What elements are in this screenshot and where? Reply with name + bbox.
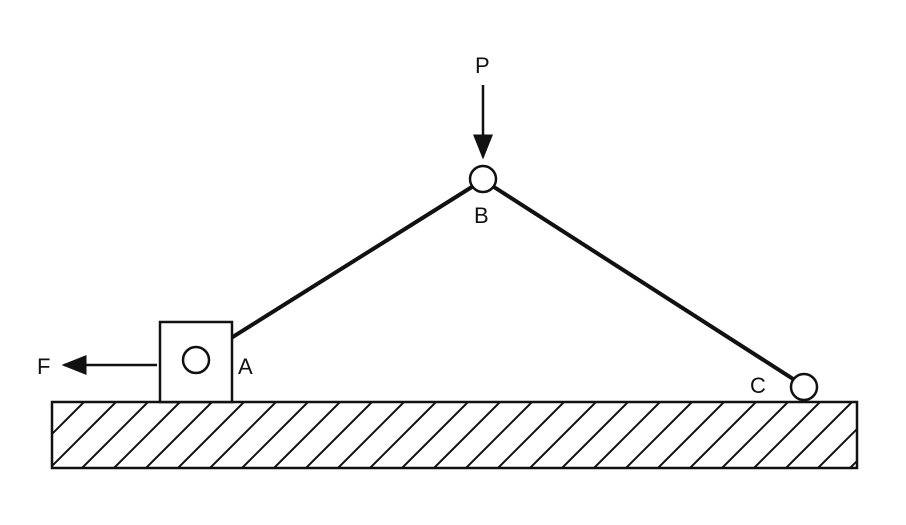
hatch-line <box>689 402 757 468</box>
force-f-label: F <box>37 354 50 379</box>
hatch-line <box>337 402 405 468</box>
hatch-line <box>817 427 857 468</box>
roller-c <box>789 372 819 402</box>
hatch-line <box>52 402 85 436</box>
joint-c-label: C <box>750 373 766 398</box>
hatch-line <box>721 402 789 468</box>
hatch-line <box>433 402 501 468</box>
force-p-label: P <box>475 53 490 78</box>
hatch-line <box>305 402 373 468</box>
hatch-line <box>849 459 857 468</box>
pin-a <box>181 345 211 375</box>
hatch-line <box>882 402 906 468</box>
hatch-line <box>145 402 213 468</box>
hatch-line <box>497 402 565 468</box>
ground-hatching <box>52 402 906 468</box>
hatch-line <box>52 402 53 404</box>
ground <box>50 400 906 470</box>
hatch-line <box>177 402 245 468</box>
hatch-line <box>753 402 821 468</box>
joint-a-label: A <box>238 354 253 379</box>
hatch-line <box>593 402 661 468</box>
hatch-line <box>657 402 725 468</box>
hatch-line <box>465 402 533 468</box>
hatch-line <box>625 402 693 468</box>
bar-bc <box>481 178 806 388</box>
hatch-line <box>209 402 277 468</box>
hatch-line <box>785 402 853 468</box>
hatch-line <box>369 402 437 468</box>
hatch-line <box>81 402 149 468</box>
joint-b-label: B <box>474 203 489 228</box>
hatch-line <box>113 402 181 468</box>
hatch-line <box>273 402 341 468</box>
hatch-line <box>241 402 309 468</box>
hatch-line <box>561 402 629 468</box>
ground-outline <box>50 400 859 470</box>
hatch-line <box>401 402 469 468</box>
pin-b <box>468 164 498 194</box>
hatch-line <box>52 402 117 468</box>
bar-ab <box>194 178 485 362</box>
hatch-line <box>529 402 597 468</box>
